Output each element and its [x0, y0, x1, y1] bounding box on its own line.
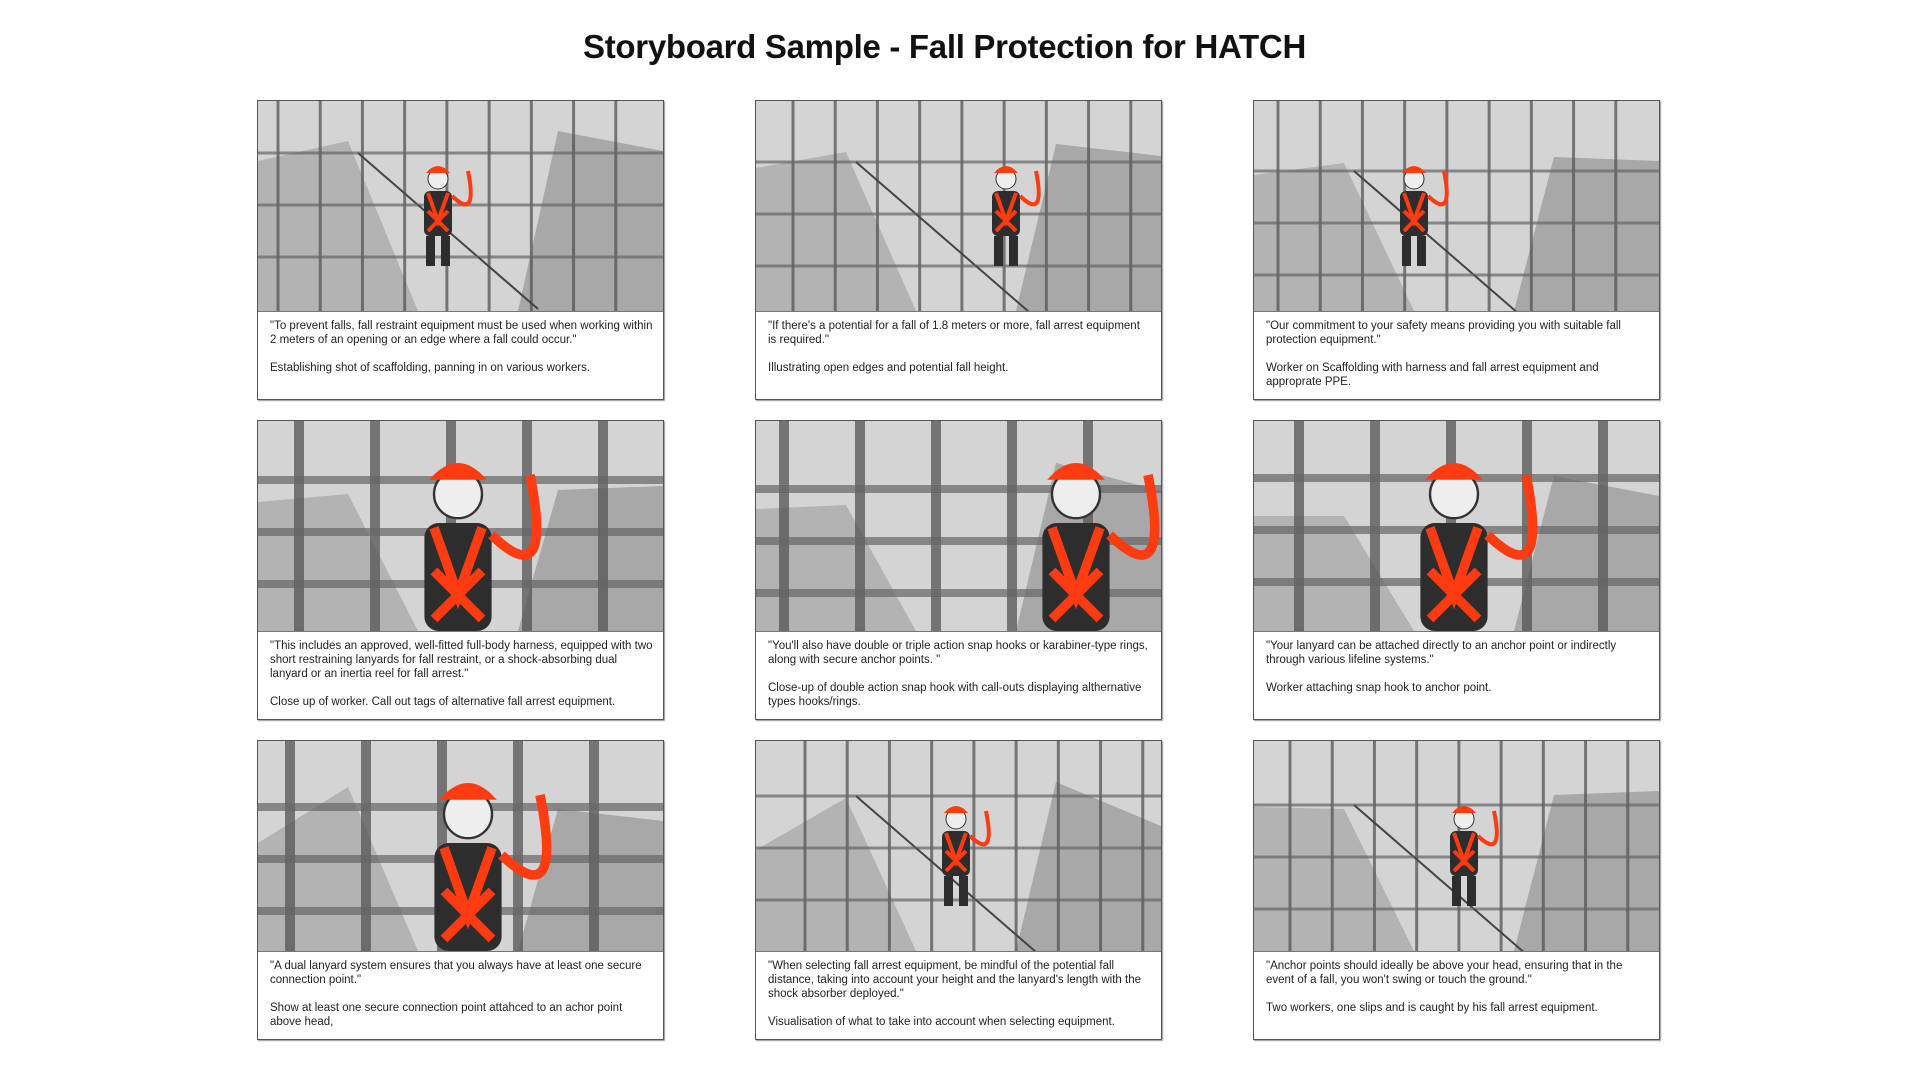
storyboard-panel-4: "This includes an approved, well-fitted …	[257, 420, 664, 720]
panel-direction: Illustrating open edges and potential fa…	[768, 362, 1009, 374]
panel-direction: Establishing shot of scaffolding, pannin…	[270, 362, 591, 374]
panel-caption: "Anchor points should ideally be above y…	[1266, 959, 1649, 1029]
panel-caption: "To prevent falls, fall restraint equipm…	[270, 319, 653, 389]
panel-dialogue: "This includes an approved, well-fitted …	[270, 640, 653, 680]
panel-dialogue: "Our commitment to your safety means pro…	[1266, 320, 1621, 346]
panel-illustration	[756, 741, 1161, 952]
panel-caption: "A dual lanyard system ensures that you …	[270, 959, 653, 1043]
panel-illustration	[756, 101, 1161, 312]
storyboard-panel-9: "Anchor points should ideally be above y…	[1253, 740, 1660, 1040]
page-title: Storyboard Sample - Fall Protection for …	[583, 28, 1306, 65]
panel-illustration	[258, 421, 663, 632]
storyboard-panel-7: "A dual lanyard system ensures that you …	[257, 740, 664, 1040]
panel-direction: Close-up of double action snap hook with…	[768, 682, 1142, 708]
panel-direction: Visualisation of what to take into accou…	[768, 1016, 1115, 1028]
panel-caption: "Our commitment to your safety means pro…	[1266, 319, 1649, 403]
panel-dialogue: "A dual lanyard system ensures that you …	[270, 960, 642, 986]
panel-illustration	[258, 101, 663, 312]
panel-illustration	[1254, 741, 1659, 952]
panel-caption: "If there's a potential for a fall of 1.…	[768, 319, 1151, 389]
panel-illustration	[756, 421, 1161, 632]
panel-caption: "You'll also have double or triple actio…	[768, 639, 1151, 723]
panel-dialogue: "When selecting fall arrest equipment, b…	[768, 960, 1141, 1000]
panel-dialogue: "Anchor points should ideally be above y…	[1266, 960, 1623, 986]
storyboard-panel-6: "Your lanyard can be attached directly t…	[1253, 420, 1660, 720]
storyboard-panel-3: "Our commitment to your safety means pro…	[1253, 100, 1660, 400]
storyboard-panel-5: "You'll also have double or triple actio…	[755, 420, 1162, 720]
panel-illustration	[258, 741, 663, 952]
storyboard-panel-1: "To prevent falls, fall restraint equipm…	[257, 100, 664, 400]
panel-dialogue: "To prevent falls, fall restraint equipm…	[270, 320, 653, 346]
panel-dialogue: "You'll also have double or triple actio…	[768, 640, 1148, 666]
panel-dialogue: "Your lanyard can be attached directly t…	[1266, 640, 1617, 666]
storyboard-panel-8: "When selecting fall arrest equipment, b…	[755, 740, 1162, 1040]
panel-dialogue: "If there's a potential for a fall of 1.…	[768, 320, 1140, 346]
panel-illustration	[1254, 101, 1659, 312]
panel-caption: "This includes an approved, well-fitted …	[270, 639, 653, 723]
panel-direction: Worker attaching snap hook to anchor poi…	[1266, 682, 1492, 694]
storyboard-panel-2: "If there's a potential for a fall of 1.…	[755, 100, 1162, 400]
panel-caption: "When selecting fall arrest equipment, b…	[768, 959, 1151, 1043]
panel-direction: Worker on Scaffolding with harness and f…	[1266, 362, 1599, 388]
panel-direction: Show at least one secure connection poin…	[270, 1002, 623, 1028]
panel-direction: Two workers, one slips and is caught by …	[1266, 1002, 1598, 1014]
panel-illustration	[1254, 421, 1659, 632]
panel-direction: Close up of worker. Call out tags of alt…	[270, 696, 616, 708]
panel-caption: "Your lanyard can be attached directly t…	[1266, 639, 1649, 709]
